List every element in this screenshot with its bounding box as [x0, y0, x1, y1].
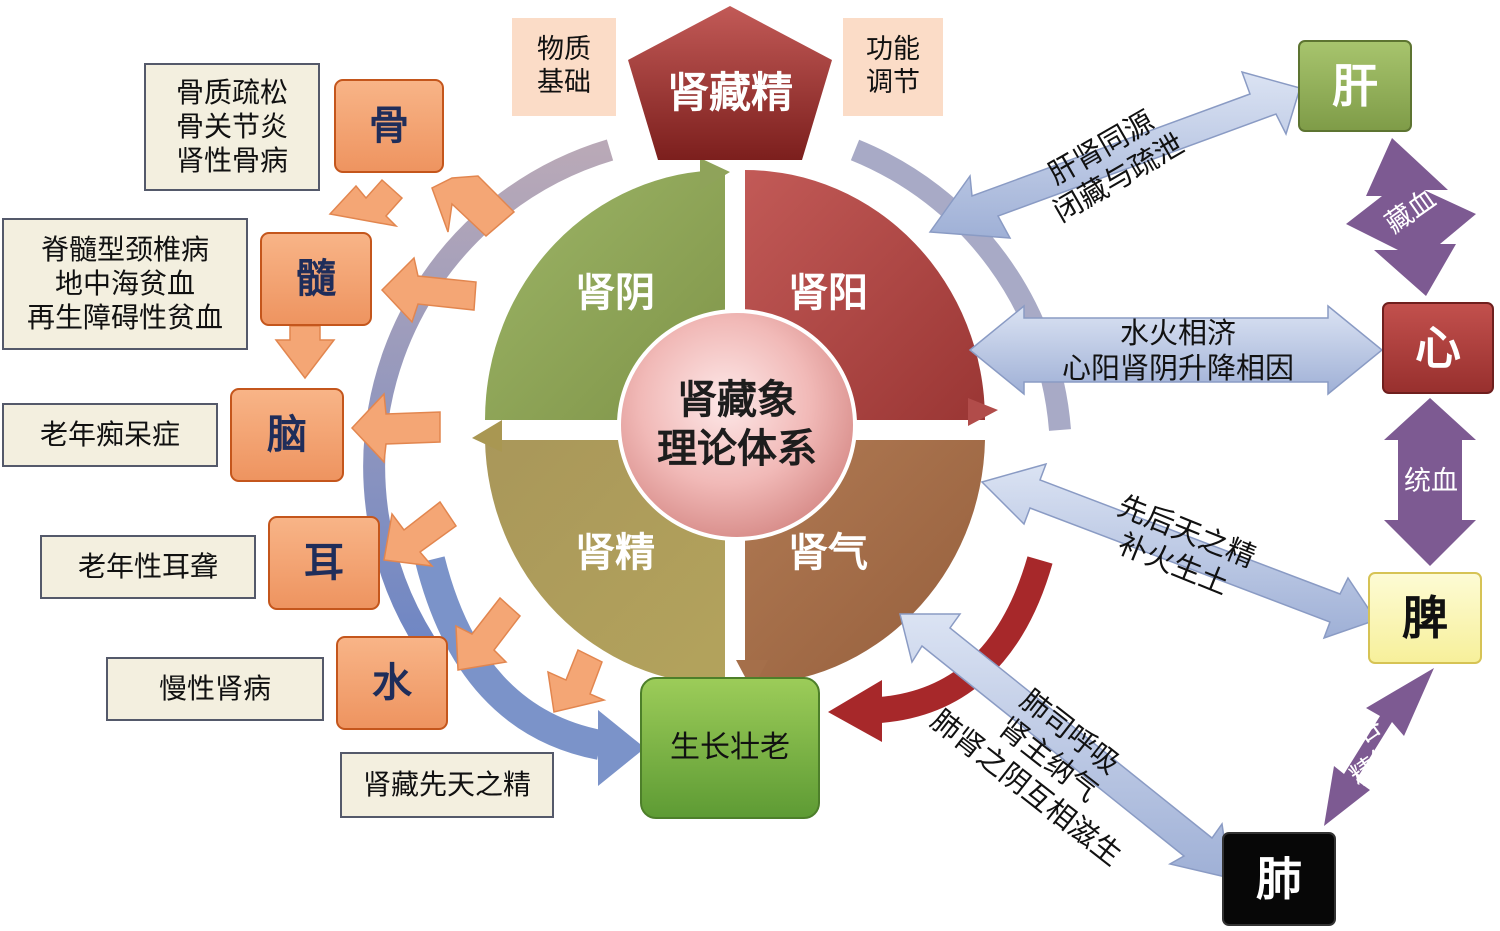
outer-ring-left [363, 139, 614, 657]
orange-arrow-growth [547, 648, 607, 713]
pentagon-shape [628, 6, 832, 160]
label-kidney-yin: 肾阴 [575, 269, 655, 316]
label-kidney-essence: 肾精 [575, 529, 655, 576]
kidney-heart-line-1: 水火相济 [1119, 315, 1236, 350]
organ-heart: 心 [1382, 302, 1494, 394]
function-regulation-line-1: 功能 [866, 34, 920, 66]
innate-essence-note: 肾藏先天之精 [340, 752, 554, 818]
material-basis-note: 物质 基础 [512, 18, 616, 116]
orange-arrow-bone-marrow [328, 178, 404, 228]
purple-arrow-heart-spleen [1384, 398, 1476, 566]
organ-lung: 肺 [1222, 832, 1336, 926]
kidney-heart-label: 水火相济 心阳肾阴升降相因 [1030, 315, 1326, 385]
blue-sweep-arrow [415, 556, 604, 760]
pentagon-label: 肾藏精 [666, 68, 793, 118]
link-heart-spleen-label: 统血 [1404, 465, 1458, 497]
orange-arrow-marrow-brain [274, 325, 336, 380]
orange-arrow-marrow [380, 256, 477, 324]
disease-box-brain: 老年痴呆症 [2, 403, 218, 467]
quadrant-yin-arrowhead [700, 158, 730, 190]
disease-marrow-2: 地中海贫血 [54, 266, 195, 300]
disease-marrow-3: 再生障碍性贫血 [26, 301, 223, 335]
organ-liver: 肝 [1298, 40, 1412, 132]
quadrant-yang-arrowhead [968, 398, 998, 426]
disease-box-bone: 骨质疏松 骨关节炎 肾性骨病 [144, 63, 320, 191]
organ-ear: 耳 [268, 516, 380, 610]
disease-box-marrow: 脊髓型颈椎病 地中海贫血 再生障碍性贫血 [2, 218, 248, 350]
center-circle [617, 309, 857, 541]
orange-arrows [274, 175, 607, 713]
disease-bone-2: 骨关节炎 [175, 109, 288, 143]
disease-box-ear: 老年性耳聋 [40, 535, 256, 599]
disease-bone-1: 骨质疏松 [175, 75, 288, 109]
blue-arrows [899, 70, 1384, 879]
disease-marrow-1: 脊髓型颈椎病 [40, 232, 209, 266]
material-basis-line-2: 基础 [537, 67, 591, 98]
organ-bone: 骨 [334, 79, 444, 173]
label-kidney-yang: 肾阳 [788, 269, 868, 316]
organ-brain: 脑 [230, 388, 344, 482]
disease-box-water: 慢性肾病 [106, 657, 324, 721]
orange-arrow-ear [383, 500, 458, 567]
kidney-heart-line-2: 心阳肾阴升降相因 [1061, 351, 1294, 385]
blue-sweep-arrowhead [598, 710, 645, 786]
red-sweep-arrowhead [828, 680, 882, 742]
growth-aging-box: 生长壮老 [640, 677, 820, 819]
quadrant-qi-arrowhead [736, 660, 768, 690]
disease-bone-3: 肾性骨病 [175, 144, 288, 178]
function-regulation-line-2: 调节 [866, 67, 920, 98]
organ-water: 水 [336, 636, 448, 730]
label-kidney-qi: 肾气 [788, 529, 868, 576]
center-title-line-2: 理论体系 [657, 426, 817, 472]
center-title: 肾藏象 理论体系 [630, 350, 844, 500]
organ-spleen: 脾 [1368, 572, 1482, 664]
quadrant-essence-arrowhead [472, 420, 502, 452]
function-regulation-note: 功能 调节 [843, 18, 943, 116]
purple-arrows [1324, 138, 1476, 826]
purple-arrow-liver-heart [1346, 138, 1476, 296]
orange-arrow-water [455, 596, 522, 671]
material-basis-line-1: 物质 [537, 34, 591, 66]
purple-arrow-spleen-lung [1324, 668, 1434, 826]
orange-arrow-brain [350, 392, 441, 464]
organ-marrow: 髓 [260, 232, 372, 326]
center-title-line-1: 肾藏象 [677, 377, 797, 424]
orange-arrow-bone [431, 175, 516, 238]
